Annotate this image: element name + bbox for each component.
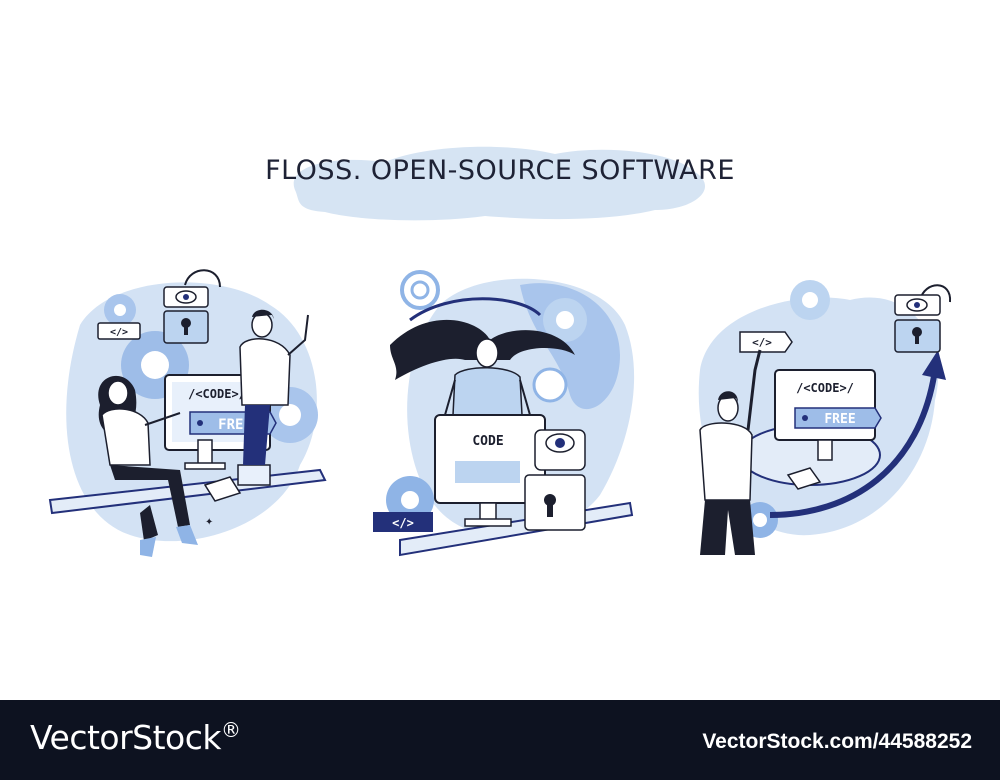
footer-bar: VectorStock® VectorStock.com/44588252 — [0, 700, 1000, 780]
image-id-label: VectorStock.com/44588252 — [702, 730, 972, 753]
svg-text:</>: </> — [110, 327, 128, 338]
svg-text:FREE: FREE — [824, 412, 855, 427]
gear-icon — [104, 294, 136, 326]
code-tag-label: </> — [373, 512, 433, 532]
gear-icon — [543, 298, 587, 342]
gear-icon — [790, 280, 830, 320]
svg-text:</>: </> — [752, 336, 772, 349]
woman-figure — [98, 375, 198, 557]
target-icon — [400, 270, 440, 310]
svg-text:FREE: FREE — [218, 417, 252, 433]
target-icon — [532, 367, 568, 403]
code-tag-label: </> — [739, 331, 793, 353]
brand-logo[interactable]: VectorStock® — [30, 718, 241, 757]
man-figure — [699, 349, 762, 555]
registered-mark: ® — [221, 718, 241, 742]
scene-right: </> /<CODE>/ FREE — [680, 270, 960, 565]
padlock-eye-icon — [163, 269, 221, 344]
box — [237, 464, 271, 486]
arrow-up-icon — [769, 369, 938, 518]
free-badge: FREE — [794, 407, 882, 429]
man-figure — [239, 309, 309, 465]
padlock-eye-icon — [894, 284, 952, 353]
page-title: FLOSS. OPEN-SOURCE SOFTWARE — [265, 155, 735, 186]
monitor-code-text: /<CODE>/ — [796, 381, 854, 395]
monitor-code-text: /<CODE>/ — [188, 387, 246, 401]
title-background-cloud — [293, 146, 706, 221]
paper-sheet — [786, 467, 822, 490]
code-tag-label: </> — [97, 322, 141, 340]
svg-text:</>: </> — [392, 516, 414, 530]
monitor-code-text: CODE — [472, 434, 503, 449]
paper-sheet — [203, 476, 242, 502]
scene-left: </> /<CODE>/ FREE — [40, 265, 340, 565]
sparkle-icon: ✦ — [205, 517, 213, 528]
padlock-eye-icon — [524, 429, 586, 531]
computer-monitor: CODE — [434, 414, 546, 527]
scene-center: CODE </> — [370, 265, 645, 560]
brand-name: VectorStock — [30, 718, 222, 757]
